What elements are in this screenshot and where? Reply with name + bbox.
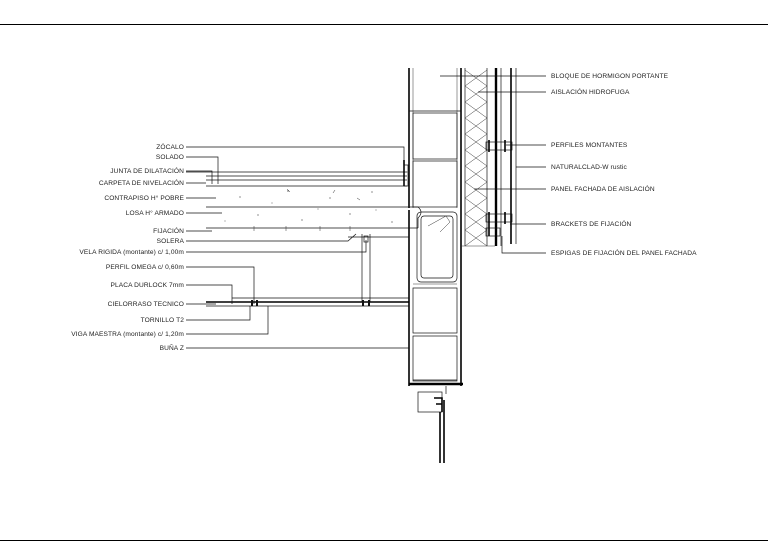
leader-lines-left (186, 146, 409, 349)
label-losa: LOSA H° ARMADO (126, 209, 184, 217)
label-solera: SOLERA (157, 238, 185, 245)
facade-panel-system (485, 68, 517, 246)
concrete-aggregate (224, 190, 393, 223)
label-carpeta: CARPETA DE NIVELACIÓN (99, 178, 184, 187)
hydrophobic-insulation (461, 68, 495, 247)
label-panel: PANEL FACHADA DE AISLACIÓN (551, 184, 655, 193)
label-junta: JUNTA DE DILATACIÓN (110, 166, 184, 175)
label-naturalclad: NATURALCLAD-W rustic (551, 164, 627, 171)
label-fijacion: FIJACIÓN (153, 226, 184, 235)
label-contrapiso: CONTRAPISO H° POBRE (104, 194, 184, 202)
label-viga: VIGA MAESTRA (montante) c/ 1,20m (71, 331, 184, 338)
label-zocalo: ZÓCALO (156, 142, 184, 151)
fixing-bolts (253, 226, 351, 231)
label-vela: VELA RIGIDA (montante) c/ 1,00m (79, 249, 184, 256)
label-cielorraso: CIELORRASO TECNICO (108, 301, 184, 308)
bond-beam-u-block (408, 210, 458, 284)
label-espigas: ESPIGAS DE FIJACIÓN DEL PANEL FACHADA (551, 248, 697, 257)
label-omega: PERFIL OMEGA c/ 0,60m (106, 264, 184, 271)
label-brackets: BRACKETS DE FIJACIÓN (551, 219, 632, 228)
window-lintel (409, 379, 463, 463)
label-bloque: BLOQUE DE HORMIGON PORTANTE (551, 73, 669, 80)
concrete-block-wall (408, 68, 462, 386)
leader-lines-right (440, 75, 546, 254)
labels-right: BLOQUE DE HORMIGON PORTANTE AISLACIÓN HID… (551, 73, 697, 257)
label-buna: BUÑA Z (160, 343, 184, 352)
labels-left: ZÓCALO SOLADO JUNTA DE DILATACIÓN CARPETA D… (71, 142, 184, 352)
label-aislacion: AISLACIÓN HIDROFUGA (551, 87, 630, 96)
suspended-ceiling (206, 234, 409, 307)
label-tornillo: TORNILLO T2 (141, 317, 185, 324)
label-solado: SOLADO (156, 154, 184, 161)
floor-slab (186, 160, 422, 229)
label-perfiles: PERFILES MONTANTES (551, 142, 628, 149)
label-durlock: PLACA DURLOCK 7mm (110, 282, 184, 289)
